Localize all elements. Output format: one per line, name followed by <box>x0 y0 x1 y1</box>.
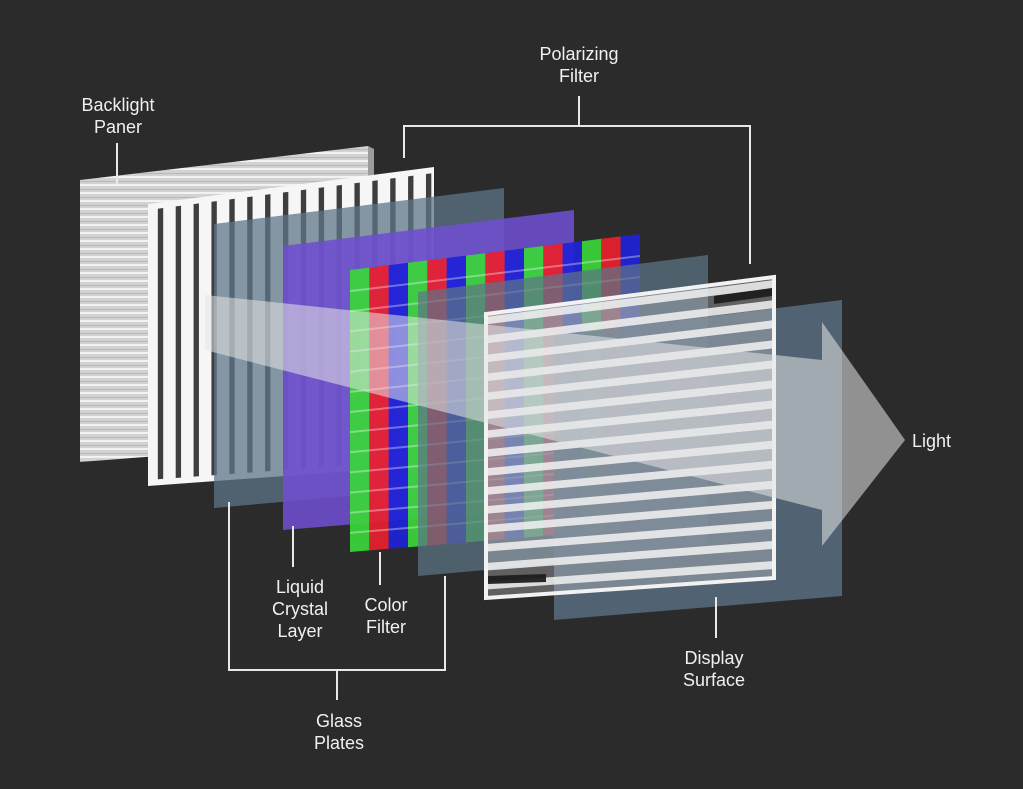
label-polarizing-line1: Polarizing <box>539 44 619 64</box>
label-lc-line2: Crystal <box>271 599 328 619</box>
polarizer-gap <box>714 288 772 304</box>
polarizer-slat <box>486 520 774 552</box>
label-glass-plates: Glass Plates <box>296 710 382 754</box>
polarizer-gap <box>157 208 164 480</box>
polarizer-slat <box>486 280 774 325</box>
label-color-line2: Filter <box>366 617 406 637</box>
label-liquid-crystal-layer: Liquid Crystal Layer <box>255 576 345 642</box>
polarizer-gap <box>488 574 546 584</box>
polarizer-slat <box>486 560 774 590</box>
label-backlight-line2: Paner <box>93 117 143 137</box>
label-glass-line2: Plates <box>313 733 365 753</box>
subpixel-grid-line <box>350 255 640 293</box>
label-backlight-panel: Backlight Paner <box>68 94 168 138</box>
label-glass-line1: Glass <box>315 711 362 731</box>
label-display-line1: Display <box>684 648 744 668</box>
label-display-surface: Display Surface <box>664 647 764 691</box>
label-lc-line1: Liquid <box>275 577 325 597</box>
polarizer-slat <box>486 480 774 514</box>
polarizer-gap <box>175 205 182 478</box>
label-polarizing-line2: Filter <box>559 66 599 86</box>
label-backlight-line1: Backlight <box>81 95 155 115</box>
polarizer-slat <box>486 540 774 571</box>
label-light-text: Light <box>912 431 952 451</box>
label-lc-line3: Layer <box>277 621 323 641</box>
polarizing-bracket <box>403 125 751 264</box>
label-color-line1: Color <box>364 595 408 615</box>
label-display-line2: Surface <box>682 670 746 690</box>
light-arrow <box>205 295 905 546</box>
leader-lines <box>116 96 751 700</box>
polarizer-gap <box>193 203 199 477</box>
label-polarizing-filter: Polarizing Filter <box>524 43 634 87</box>
label-color-filter: Color Filter <box>346 594 426 638</box>
polarizer-slat <box>486 500 774 533</box>
label-light: Light <box>912 430 972 452</box>
